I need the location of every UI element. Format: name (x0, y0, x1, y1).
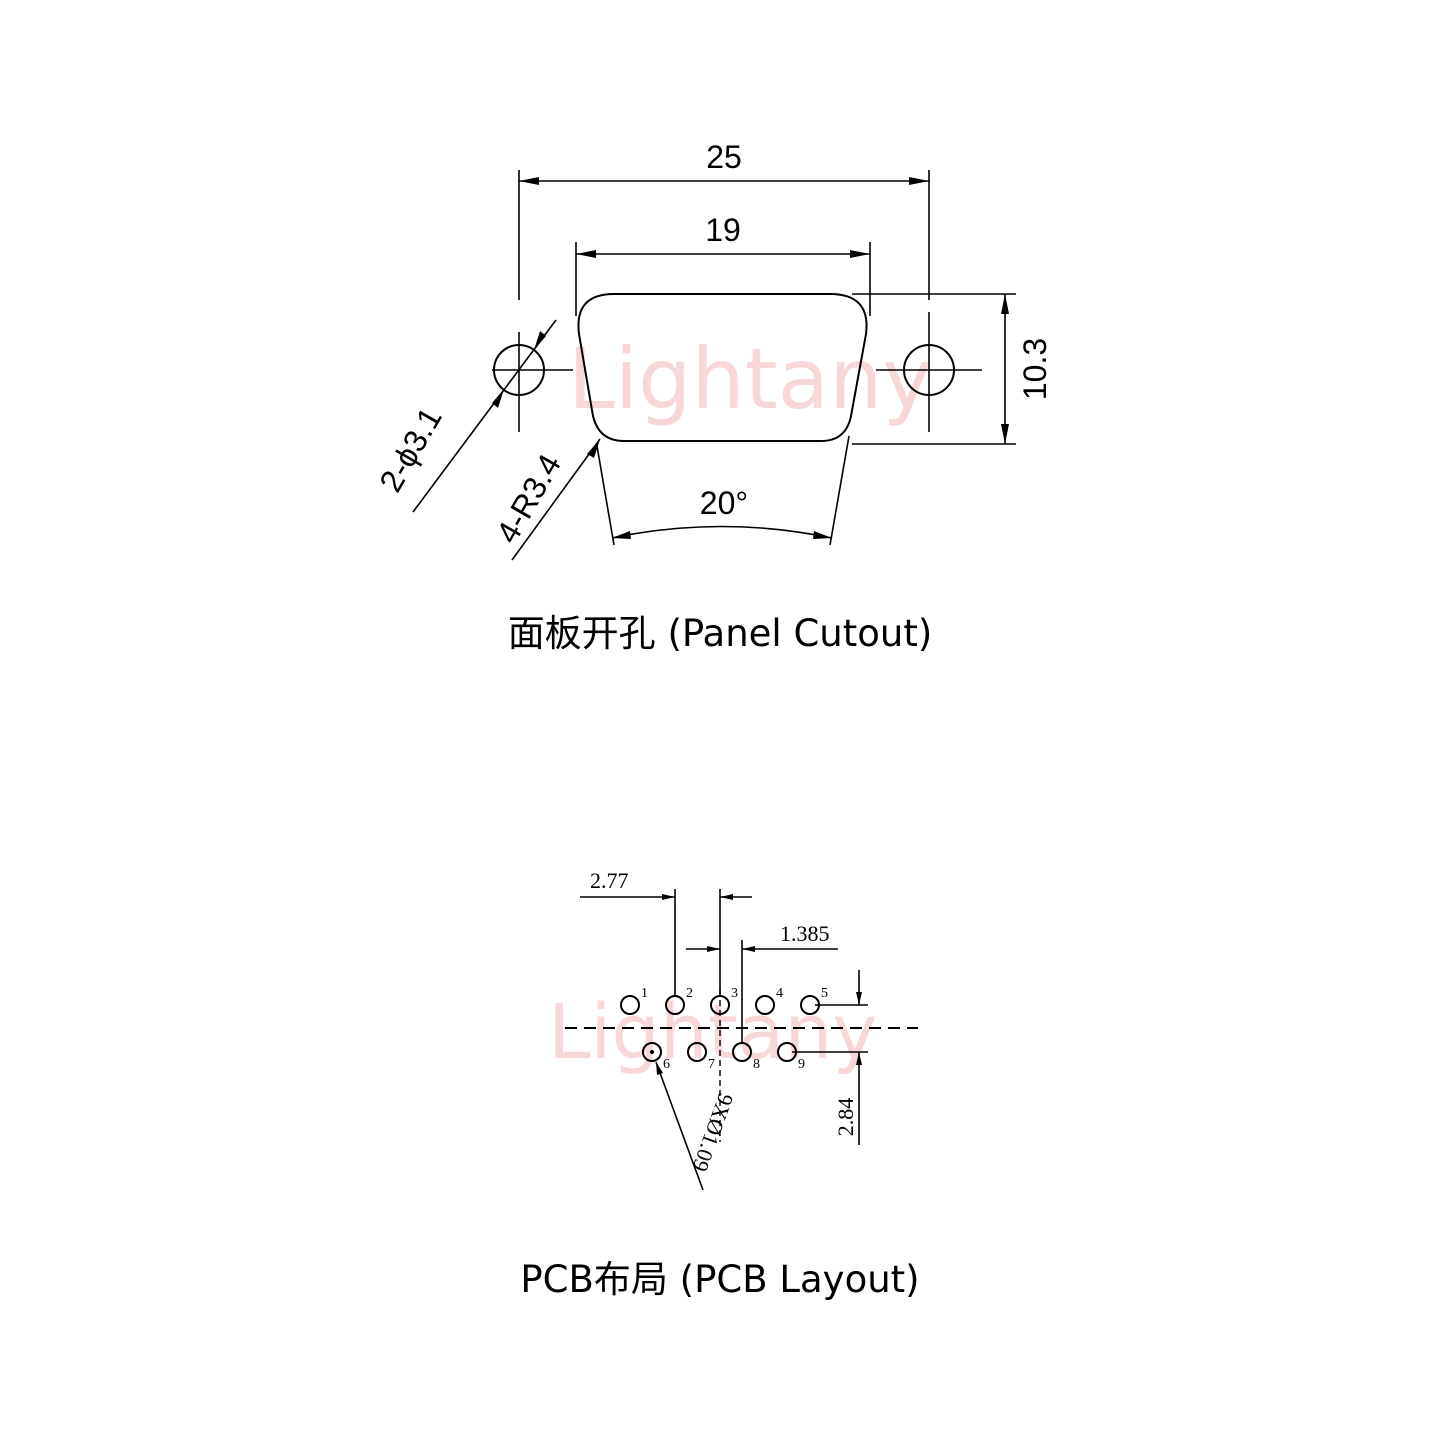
svg-text:1: 1 (641, 986, 648, 1001)
pin-1: 1 (620, 986, 648, 1015)
svg-text:7: 7 (708, 1057, 715, 1072)
pin-7: 7 (687, 1042, 715, 1072)
dimension-pitch: 2.77 (580, 868, 752, 996)
svg-text:9: 9 (798, 1057, 805, 1072)
panel-cutout-caption: 面板开孔 (Panel Cutout) (508, 612, 933, 655)
pin-6: 6 (642, 1042, 670, 1072)
svg-text:8: 8 (753, 1057, 760, 1072)
svg-text:2: 2 (686, 986, 693, 1001)
dimension-row-spacing: 2.84 (792, 970, 868, 1145)
dimension-angle: 20° (596, 435, 850, 546)
dim-label-hole-size: 9XØ1.09 (687, 1090, 738, 1175)
dim-label-19: 19 (705, 212, 741, 248)
dim-label-row-spacing: 2.84 (833, 1098, 858, 1137)
pcb-layout-view: Lightany 1 2 3 4 5 6 (520, 868, 919, 1301)
d-cutout-outline (577, 293, 868, 442)
dimension-corner-radius: 4-R3.4 (489, 438, 601, 561)
watermark-top: Lightany (568, 330, 932, 428)
dim-label-mount-holes: 2-ϕ3.1 (372, 401, 449, 498)
dimension-height: 10.3 (852, 293, 1053, 445)
dim-label-pitch: 2.77 (590, 868, 629, 893)
dimension-overall-width: 25 (518, 139, 930, 300)
svg-text:6: 6 (663, 1057, 670, 1072)
svg-text:5: 5 (821, 986, 828, 1001)
pin-4: 4 (755, 986, 783, 1015)
pcb-layout-caption: PCB布局 (PCB Layout) (520, 1258, 919, 1301)
dimension-half-pitch: 1.385 (686, 921, 838, 1043)
dim-label-angle: 20° (700, 485, 748, 521)
panel-cutout-view: Lightany 25 19 (372, 139, 1053, 655)
dimension-opening-width: 19 (575, 212, 871, 316)
dim-label-10-3: 10.3 (1017, 338, 1053, 400)
dimension-hole-size: 9XØ1.09 (655, 1061, 739, 1191)
svg-text:4: 4 (776, 986, 783, 1001)
svg-text:3: 3 (731, 986, 738, 1001)
watermark-bottom: Lightany (548, 987, 877, 1076)
dim-label-25: 25 (706, 139, 742, 175)
dim-label-half-pitch: 1.385 (780, 921, 830, 946)
